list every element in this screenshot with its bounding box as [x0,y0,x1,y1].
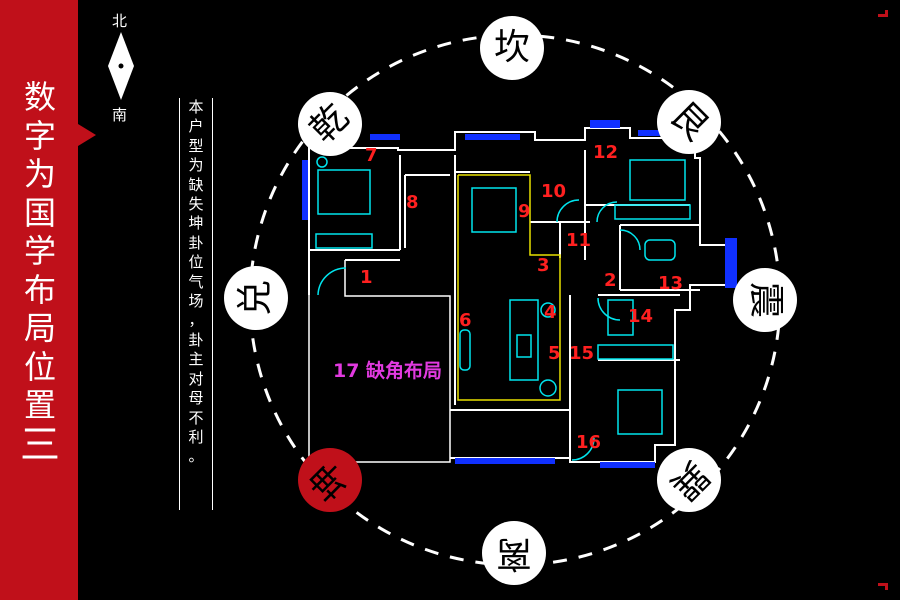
missing-corner-area [308,260,451,463]
note-char: 气 [188,272,204,291]
floor-plan [308,127,736,463]
title-char: 字 [23,116,56,155]
corner-marker [878,10,888,590]
note-char: 型 [188,136,204,155]
note-char: 本 [188,98,204,116]
note-char: 户 [188,117,204,136]
compass-south-label: 南 [112,106,128,124]
note-char: 。 [188,447,204,466]
trigram-li: 离 [482,521,546,585]
note-char: 为 [188,156,204,175]
note-char: 位 [188,253,204,272]
note-char: ， [188,311,204,330]
room-number: 6 [459,310,472,331]
room-number: 9 [518,201,531,222]
title-char: 布 [23,270,56,309]
trigram-zhen: 震 [733,268,797,332]
title-char: 为 [23,155,56,193]
title-sidebar [0,0,78,600]
note-char: 母 [188,389,204,408]
note-char: 利 [188,427,204,446]
room-number: 1 [360,267,373,288]
note-char: 卦 [188,330,204,349]
room-number: 5 [548,343,561,364]
compass-north-label: 北 [112,12,128,30]
missing-corner-label: 17 缺角布局 [333,360,443,382]
page-title: 数 字 为 国 学 布 局 位 置 三 [20,78,60,465]
room-number: 12 [593,142,619,163]
title-char: 位 [23,347,56,386]
door-swings [317,199,641,461]
room-number: 16 [576,432,602,453]
trigram-kan: 坎 [480,16,544,80]
room-number: 15 [569,343,595,364]
title-char: 学 [23,232,56,270]
title-char: 数 [23,78,56,116]
trigram-dui: 兑 [224,266,288,330]
furniture [315,156,691,435]
room-number: 3 [537,255,550,276]
room-number: 4 [544,302,557,323]
room-number: 2 [604,270,617,291]
note-box: 本 户 型 为 缺 失 坤 卦 位 气 场 ， 卦 主 对 母 不 利 。 [179,98,213,510]
note-char: 卦 [188,233,204,252]
room-number: 7 [365,145,378,166]
note-char: 失 [188,195,204,214]
title-char: 国 [23,193,56,232]
room-number: 8 [406,192,419,213]
note-char: 坤 [188,214,204,233]
note-char: 主 [188,350,204,369]
compass-needle-icon [108,32,134,100]
note-char: 对 [188,369,204,388]
note-char: 缺 [188,175,204,194]
note-char: 场 [188,292,204,311]
room-number: 14 [628,306,654,327]
room-number: 10 [541,181,567,202]
title-char: 局 [23,309,56,347]
title-suffix: 三 [20,421,60,468]
sidebar-pointer [78,124,96,146]
living-zone-outline [457,174,561,401]
title-char: 置 [23,386,56,424]
note-char: 不 [188,408,204,427]
room-number: 13 [658,273,684,294]
room-number: 11 [566,230,592,251]
